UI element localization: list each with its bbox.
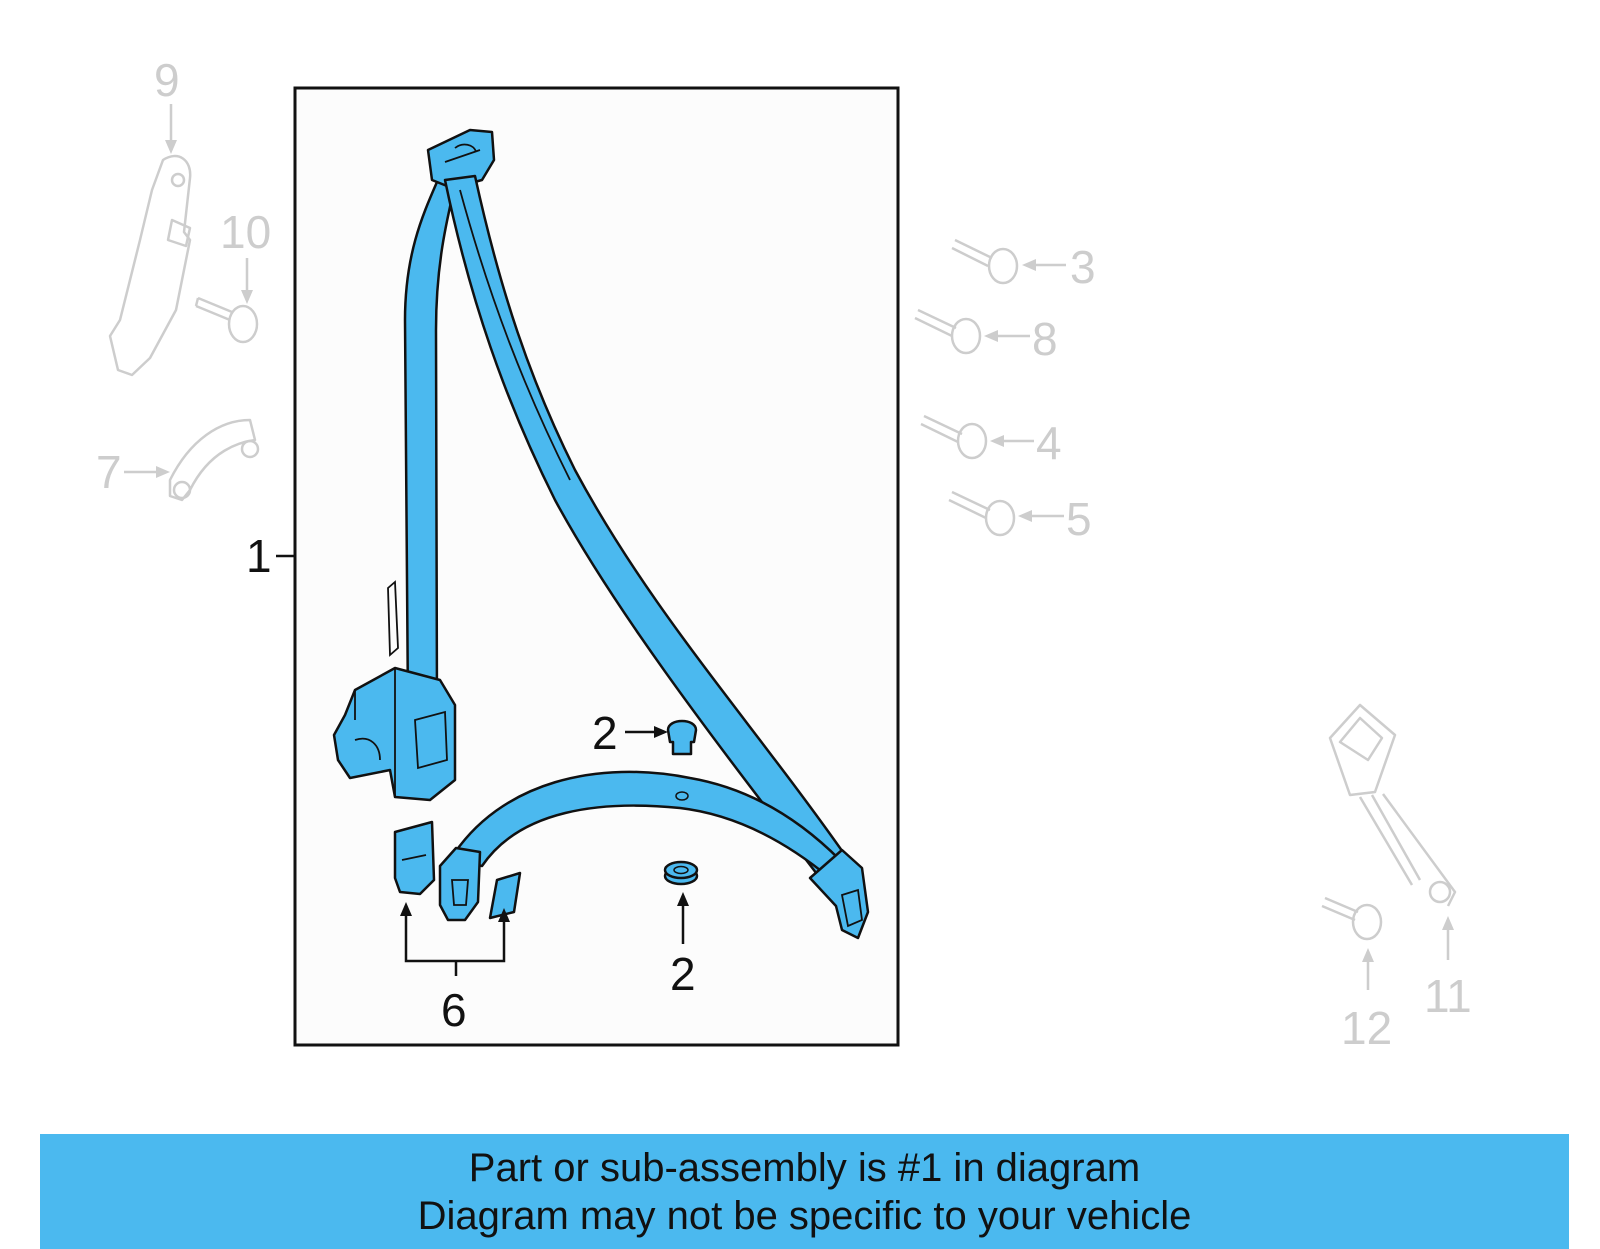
banner-line-2: Diagram may not be specific to your vehi…: [417, 1194, 1192, 1238]
bracket-7-ghost: [168, 418, 260, 502]
callout-6: 6: [441, 984, 467, 1036]
buckle-11-ghost: [1328, 703, 1457, 907]
banner-line-1: Part or sub-assembly is #1 in diagram: [468, 1146, 1141, 1190]
callout-11: 11: [1424, 970, 1472, 1022]
callout-8: 8: [1032, 313, 1058, 365]
hole-plug-bottom[interactable]: [663, 860, 699, 886]
callout-1: 1: [246, 530, 272, 582]
callout-10: 10: [220, 206, 271, 258]
bolt-4-ghost: [920, 414, 988, 460]
callout-2-top: 2: [592, 707, 618, 759]
callout-3: 3: [1070, 241, 1096, 293]
callout-5: 5: [1066, 493, 1092, 545]
bolt-12-ghost: [1321, 896, 1383, 941]
info-banner: Part or sub-assembly is #1 in diagram Di…: [40, 1134, 1569, 1249]
callout-9: 9: [154, 54, 180, 106]
bolt-8-ghost: [914, 308, 982, 355]
anchor-cover-set[interactable]: [393, 820, 522, 920]
hole-plug-top[interactable]: [666, 719, 698, 756]
bolt-10-ghost: [194, 296, 259, 344]
callout-7: 7: [96, 446, 122, 498]
bolt-3-ghost: [951, 238, 1019, 285]
pillar-trim-ghost: [108, 154, 192, 377]
seat-belt-assembly[interactable]: [332, 128, 870, 940]
callout-12: 12: [1341, 1002, 1392, 1054]
callout-2-bottom: 2: [670, 948, 696, 1000]
callout-4: 4: [1036, 417, 1062, 469]
bolt-5-ghost: [948, 490, 1016, 537]
